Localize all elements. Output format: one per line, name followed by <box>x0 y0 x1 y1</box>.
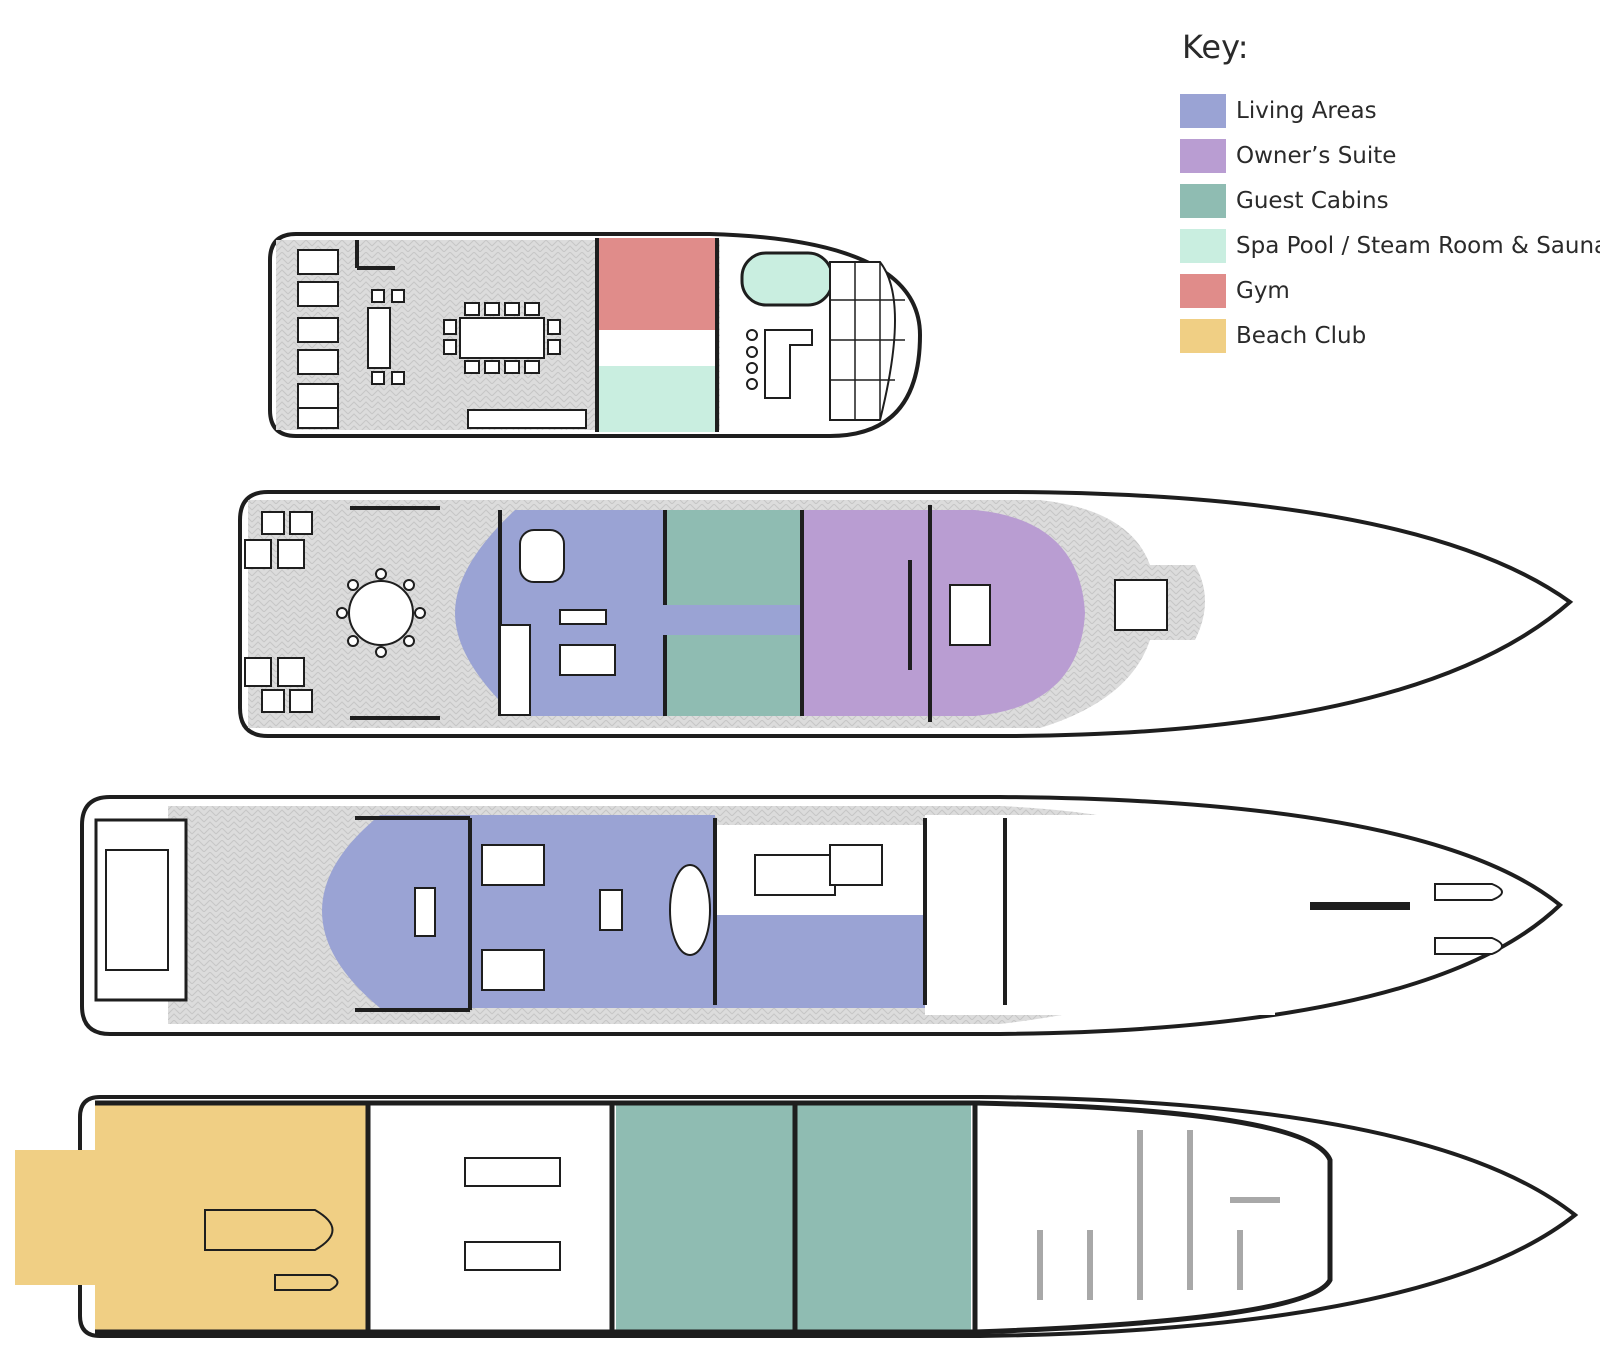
legend-item-owners-suite: Owner’s Suite <box>1180 133 1590 178</box>
lower-deck-beach-club <box>15 1105 368 1330</box>
upper-deck <box>238 490 1574 738</box>
sun-deck-spa <box>597 366 717 432</box>
tender-boats <box>1310 883 1503 955</box>
legend-swatch <box>1180 273 1226 308</box>
legend-label: Guest Cabins <box>1236 187 1389 214</box>
legend-label: Spa Pool / Steam Room & Sauna <box>1236 232 1600 259</box>
legend-title: Key: <box>1182 28 1249 66</box>
spa-pool <box>740 251 834 307</box>
legend-label: Beach Club <box>1236 322 1367 349</box>
sun-deck-gym <box>597 238 717 330</box>
legend-item-guest-cabins: Guest Cabins <box>1180 178 1590 223</box>
upper-deck-owner <box>802 510 1085 716</box>
sun-deck <box>268 232 923 438</box>
upper-deck-living-corridor <box>665 605 815 635</box>
legend-label: Owner’s Suite <box>1236 142 1397 169</box>
legend-swatch <box>1180 183 1226 218</box>
legend-swatch <box>1180 138 1226 173</box>
legend-item-spa: Spa Pool / Steam Room & Sauna <box>1180 223 1600 268</box>
legend-swatch <box>1180 318 1226 353</box>
beach-club-tender <box>204 1209 339 1291</box>
legend-item-beach-club: Beach Club <box>1180 313 1590 358</box>
garage-tenders <box>464 1157 561 1271</box>
main-deck-living <box>322 815 925 1008</box>
legend-item-gym: Gym <box>1180 268 1590 313</box>
legend-label: Living Areas <box>1236 97 1377 124</box>
sun-deck-bar <box>746 329 813 399</box>
main-deck <box>80 795 1564 1036</box>
upper-deck-guest-2 <box>665 635 802 716</box>
sun-deck-dining-table <box>367 289 587 429</box>
legend: Key: Living Areas Owner’s Suite Guest Ca… <box>1180 28 1600 358</box>
upper-deck-guest-1 <box>665 510 802 605</box>
sun-deck-loungers <box>297 249 339 429</box>
lower-deck <box>15 1095 1579 1338</box>
legend-item-living-areas: Living Areas <box>1180 88 1590 133</box>
legend-swatch <box>1180 228 1226 263</box>
legend-label: Gym <box>1236 277 1290 304</box>
upper-deck-round-table <box>336 568 426 658</box>
main-deck-dining <box>414 844 883 991</box>
legend-swatch <box>1180 93 1226 128</box>
